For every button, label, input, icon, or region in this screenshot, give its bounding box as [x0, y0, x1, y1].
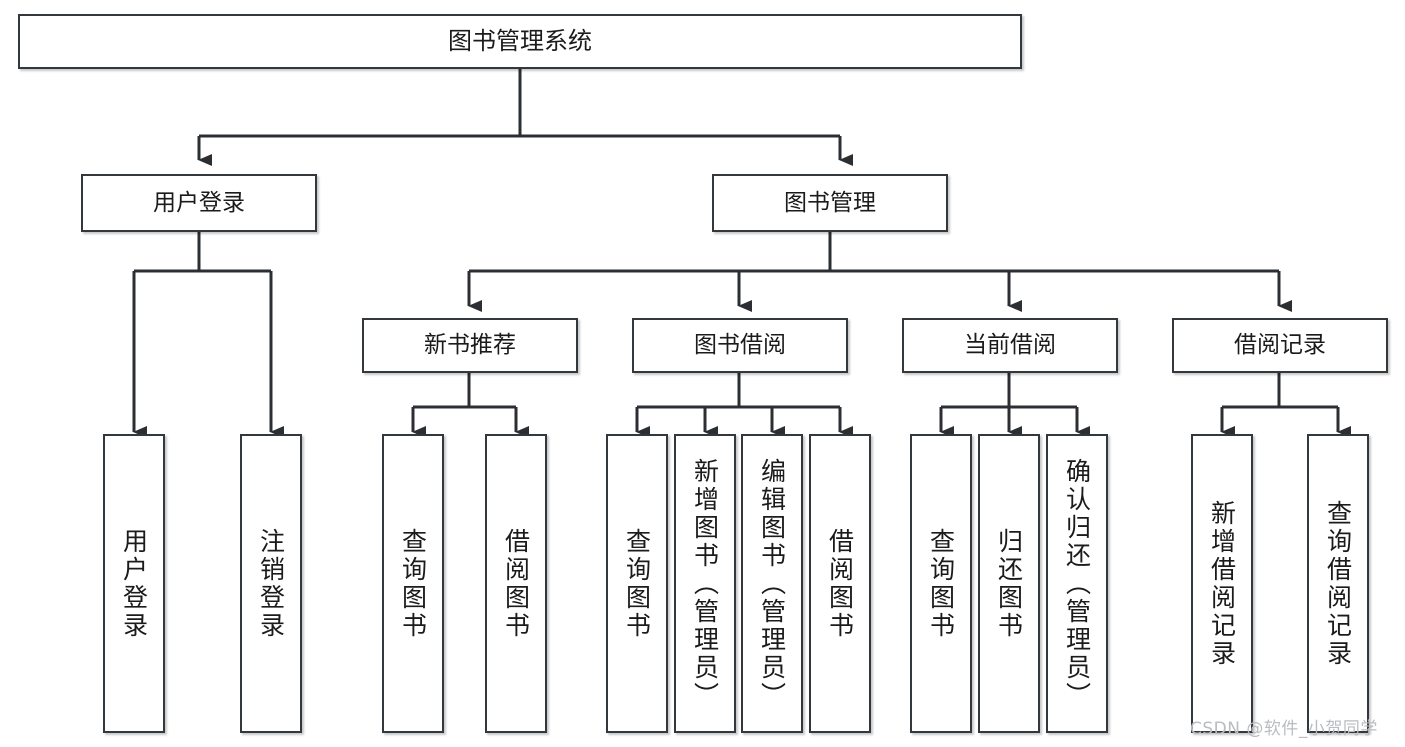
leaf-borrow-book-borrow[interactable]: 借阅图书 — [809, 434, 871, 733]
tree-connectors — [132, 69, 1351, 438]
node-label: 图书管理系统 — [448, 26, 592, 55]
leaf-query-book-borrow[interactable]: 查询图书 — [606, 434, 668, 733]
node-root-book-management-system[interactable]: 图书管理系统 — [18, 14, 1022, 69]
node-label: 用户登录 — [153, 189, 245, 216]
node-book-borrow[interactable]: 图书借阅 — [632, 318, 848, 373]
node-borrow-record[interactable]: 借阅记录 — [1172, 318, 1388, 373]
leaf-borrow-book-new-recommend[interactable]: 借阅图书 — [485, 434, 547, 733]
node-label: 编辑图书（管理员） — [757, 457, 787, 710]
node-label: 图书借阅 — [694, 332, 786, 359]
node-label: 新增借阅记录 — [1207, 499, 1237, 668]
node-book-management[interactable]: 图书管理 — [712, 174, 948, 232]
leaf-confirm-return-admin[interactable]: 确认归还（管理员） — [1046, 434, 1108, 733]
node-label: 图书管理 — [784, 189, 876, 216]
leaf-query-borrow-record[interactable]: 查询借阅记录 — [1307, 434, 1369, 733]
node-label: 归还图书 — [994, 527, 1024, 640]
node-label: 查询图书 — [398, 527, 428, 640]
node-label: 查询图书 — [622, 527, 652, 640]
node-user-login[interactable]: 用户登录 — [81, 174, 317, 232]
node-label: 新书推荐 — [424, 332, 516, 359]
node-label: 借阅记录 — [1234, 332, 1326, 359]
node-label: 确认归还（管理员） — [1062, 457, 1092, 710]
leaf-query-book-new-recommend[interactable]: 查询图书 — [382, 434, 444, 733]
node-label: 查询图书 — [926, 527, 956, 640]
node-label: 新增图书（管理员） — [690, 457, 720, 710]
node-label: 注销登录 — [256, 527, 286, 640]
leaf-query-book-current[interactable]: 查询图书 — [910, 434, 972, 733]
leaf-return-book[interactable]: 归还图书 — [978, 434, 1040, 733]
leaf-logout-login[interactable]: 注销登录 — [240, 434, 302, 733]
leaf-add-book-admin[interactable]: 新增图书（管理员） — [674, 434, 736, 733]
node-label: 借阅图书 — [825, 527, 855, 640]
node-current-borrow[interactable]: 当前借阅 — [902, 318, 1118, 373]
node-label: 查询借阅记录 — [1323, 499, 1353, 668]
node-label: 用户登录 — [119, 527, 149, 640]
node-label: 借阅图书 — [501, 527, 531, 640]
node-new-book-recommend[interactable]: 新书推荐 — [362, 318, 578, 373]
leaf-add-borrow-record[interactable]: 新增借阅记录 — [1191, 434, 1253, 733]
leaf-user-login[interactable]: 用户登录 — [103, 434, 165, 733]
leaf-edit-book-admin[interactable]: 编辑图书（管理员） — [741, 434, 803, 733]
node-label: 当前借阅 — [964, 332, 1056, 359]
